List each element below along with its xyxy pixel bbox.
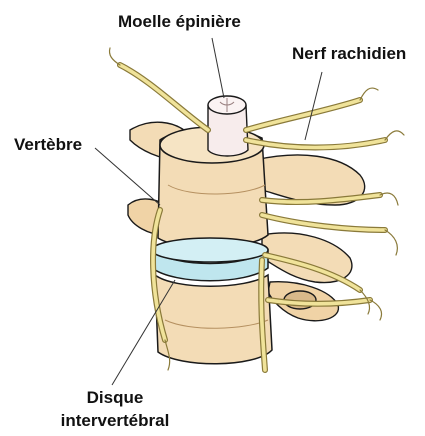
label-vertebre: Vertèbre: [14, 135, 82, 154]
leader-nerf: [305, 72, 322, 140]
label-disque-line1: Disque: [40, 388, 190, 407]
label-disque-line2: intervertébral: [30, 411, 200, 430]
leader-vertebre: [95, 148, 160, 205]
label-nerf-rachidien: Nerf rachidien: [292, 44, 406, 63]
intervertebral-disc: [152, 238, 268, 281]
vertebral-body-lower: [155, 275, 272, 364]
leader-moelle: [212, 38, 224, 98]
label-moelle-epiniere: Moelle épinière: [118, 12, 241, 31]
spinal-cord: [208, 96, 248, 156]
